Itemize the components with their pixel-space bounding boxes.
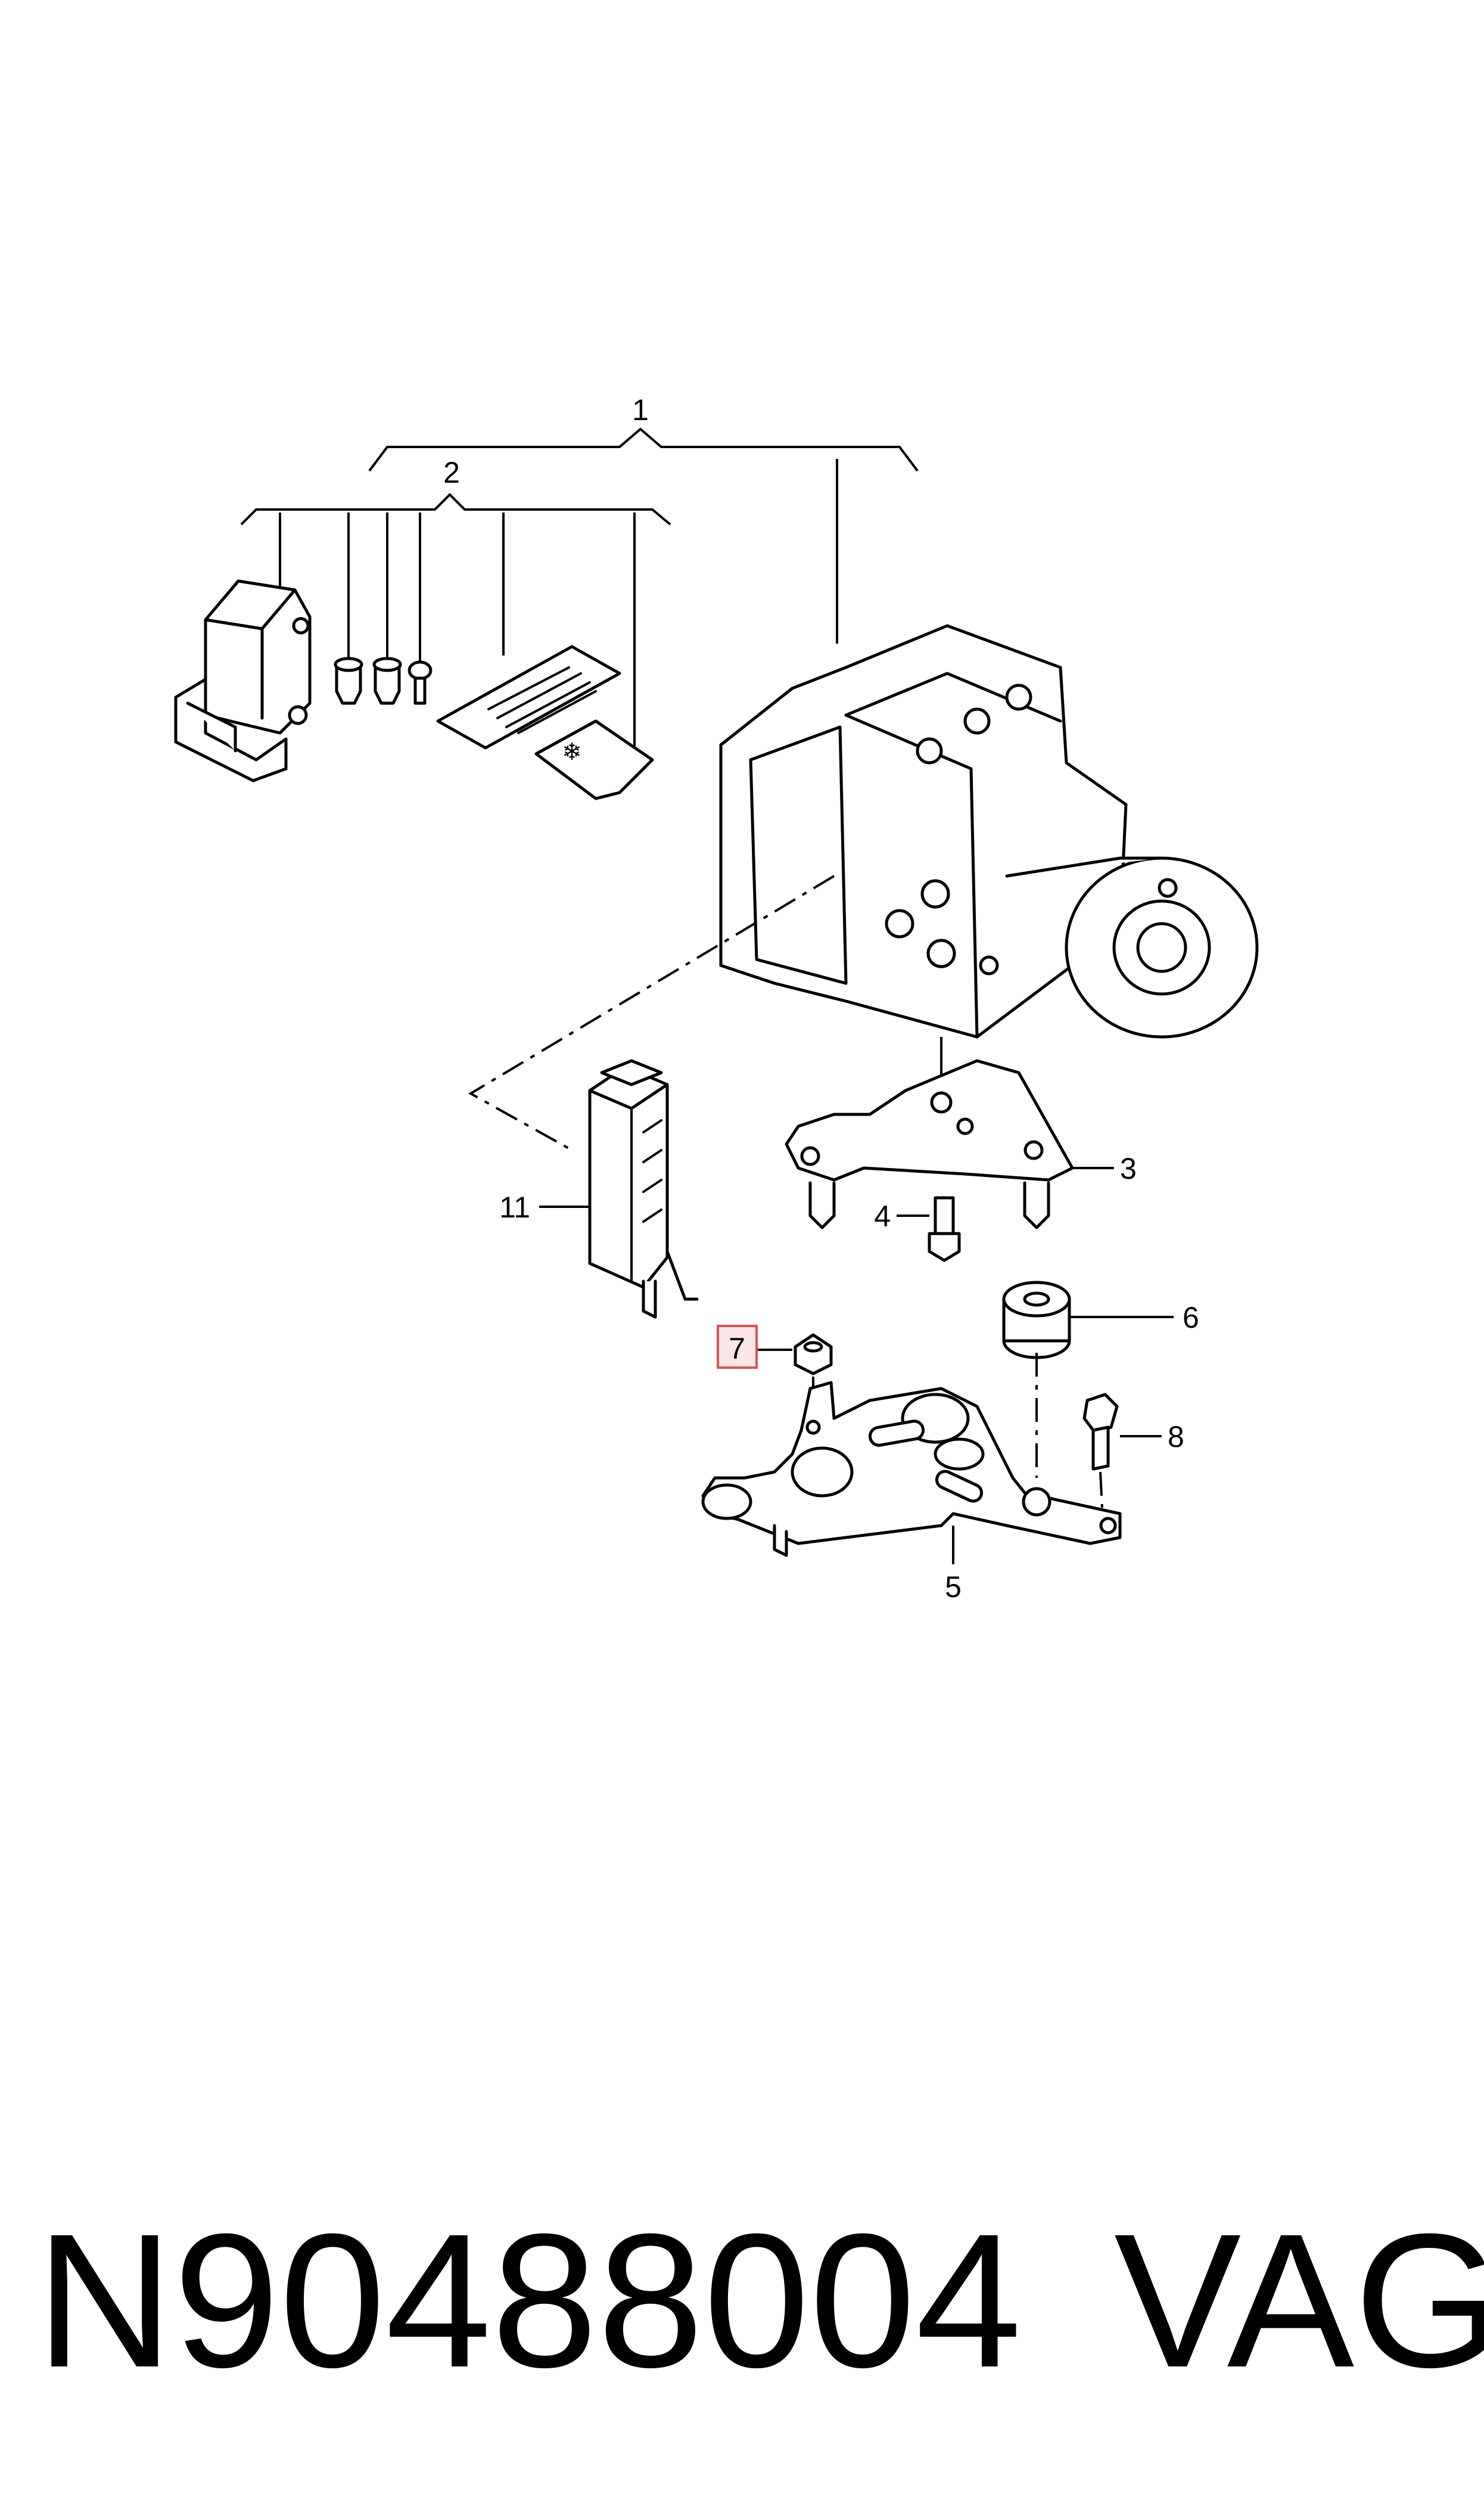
callout-5[interactable]: 5	[945, 1570, 962, 1604]
upper-bracket: 3	[785, 1037, 1137, 1229]
wiring-connector: 11	[499, 1059, 699, 1319]
brand-label: VAG	[1114, 2194, 1484, 2407]
callout-4[interactable]: 4	[874, 1200, 891, 1233]
bracket-group-2: 2	[240, 456, 671, 751]
highlight-box	[717, 1325, 758, 1369]
svg-text:❄: ❄	[562, 739, 582, 765]
callout-2[interactable]: 2	[443, 456, 460, 489]
part-number: N90488004	[36, 2194, 1022, 2407]
callout-11[interactable]: 11	[499, 1191, 530, 1224]
callout-8[interactable]: 8	[1168, 1420, 1184, 1453]
bolt-8: 8	[1082, 1393, 1184, 1508]
bracket-group-1: 1	[368, 393, 919, 644]
mounting-screws-set	[334, 657, 433, 705]
instruction-documents: ❄	[436, 645, 654, 800]
abs-hydraulic-unit	[719, 624, 1259, 1039]
callout-6[interactable]: 6	[1183, 1301, 1199, 1334]
bolt-4: 4	[874, 1196, 961, 1262]
callout-7[interactable]: 7	[729, 1332, 745, 1365]
nut-7: 7	[717, 1325, 833, 1424]
callout-3[interactable]: 3	[1120, 1152, 1137, 1185]
rubber-mount: 6	[1002, 1281, 1199, 1478]
connector-dash-line	[468, 875, 835, 1151]
abs-control-module	[174, 579, 312, 782]
callout-1[interactable]: 1	[632, 393, 649, 427]
lower-bracket: 5	[701, 1381, 1122, 1604]
